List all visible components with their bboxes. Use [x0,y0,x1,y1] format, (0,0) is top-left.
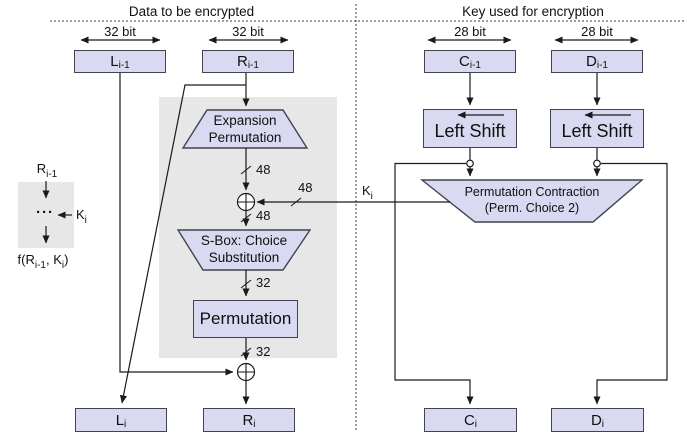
xor-icon [236,362,256,382]
mini-output-part: f(R [17,252,35,267]
register-subscript: i-1 [596,60,608,71]
expansion-permutation-shape [181,109,309,149]
round-key-label: Ki [362,183,373,202]
expansion-line1: Expansion [213,113,277,128]
permutation-label: Permutation [199,309,292,328]
mini-input-label: Ri-1 [18,161,76,180]
bus-slash-icon [240,165,252,175]
xor-icon [236,192,256,212]
bus-width-label: 32 bit [104,24,136,39]
register-subscript: i-1 [118,60,130,71]
expansion-line2: Permutation [208,130,282,145]
register-subscript: i [601,418,605,430]
register-label: D [586,53,597,70]
sbox-line1: S-Box: Choice [200,233,288,248]
perm-contraction-line2: (Perm. Choice 2) [484,201,580,215]
wire-width-32: 32 [256,275,271,290]
register-label: C [463,411,475,429]
register-label: D [590,411,602,429]
bus-slash-icon [290,197,302,207]
wire-l-prev-to-xor2 [119,73,234,376]
wire-r-prev-to-l-next [119,84,246,404]
permutation-contraction-label: Permutation Contraction (Perm. Choice 2) [422,184,642,216]
mini-input-subscript: i-1 [46,169,58,180]
perm-contraction-line1: Permutation Contraction [464,185,600,199]
bus-slash-icon [240,347,252,357]
wire-width-32: 32 [256,344,271,359]
mini-ellipsis: ··· [36,204,54,221]
bus-width-label: 28 bit [581,24,613,39]
register-label: L [115,411,125,429]
bus-slash-icon [240,279,252,289]
mini-output-label: f(Ri-1, Ki) [8,252,78,271]
mini-output-part: ) [64,252,69,267]
register-label: R [242,411,254,429]
permutation-contraction-shape [419,179,644,223]
section-header-key: Key used for encryption [462,4,604,19]
register-subscript: i-1 [247,60,259,71]
junction-dot-icon [466,159,474,168]
wire-width-48: 48 [256,162,271,177]
bus-width-label: 28 bit [454,24,486,39]
section-header-data: Data to be encrypted [128,4,255,19]
mini-output-subscript: i [61,260,65,271]
register-label: R [237,53,248,70]
left-shift-label: Left Shift [434,121,506,141]
key-main: K [362,183,371,198]
register-subscript: i [124,418,127,430]
bus-slash-icon [240,213,252,223]
bus-width-label: 32 bit [232,24,264,39]
register-subscript: i [474,418,478,430]
junction-dot-icon [593,159,601,168]
register-label: L [110,53,119,70]
wire-junction2-to-d-next [593,162,668,405]
register-subscript: i [253,418,256,430]
mini-key-subscript: i [84,215,87,226]
wire-width-48: 48 [298,180,313,195]
key-subscript: i [370,191,373,202]
sbox-shape [176,229,312,271]
wire-junction1-to-c-next [394,162,474,405]
sbox-label: S-Box: Choice Substitution [178,232,310,266]
expansion-permutation-label: Expansion Permutation [183,112,307,146]
mini-output-part: , K [45,252,62,267]
mini-key-label: Ki [76,207,87,226]
left-shift-label: Left Shift [561,121,633,141]
mini-output-subscript: i-1 [34,260,46,271]
permutation-block: Permutation [193,300,298,338]
register-subscript: i-1 [469,60,481,71]
wire-width-48: 48 [256,208,271,223]
mini-key-main: K [76,207,85,222]
mini-input-main: R [36,161,47,176]
sbox-line2: Substitution [208,250,280,265]
register-label: C [459,53,470,70]
